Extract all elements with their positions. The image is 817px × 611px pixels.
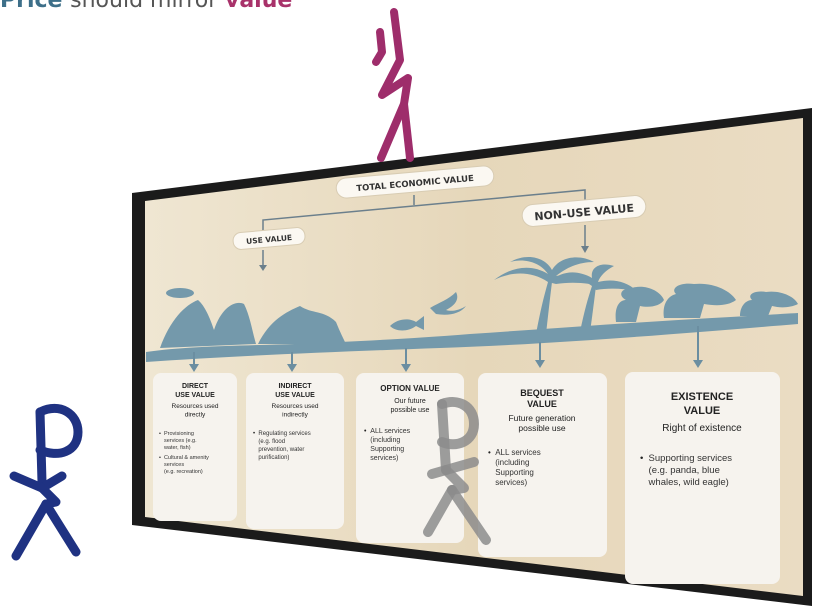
- box-title-line: BEQUEST: [520, 388, 564, 398]
- box-title-line: INDIRECT: [278, 383, 312, 390]
- box-bullet-line: (e.g. flood: [258, 439, 285, 445]
- middle-stick-figure: [423, 397, 491, 545]
- box-desc-line: possible use: [391, 407, 430, 414]
- top-stick-figure: [372, 8, 414, 162]
- box-bullet-line: Supporting: [495, 468, 534, 477]
- box-desc-line: Right of existence: [662, 423, 742, 434]
- box-bullet-line: (including: [370, 437, 400, 444]
- left-stick-figure: [9, 403, 83, 561]
- box-bullet-line: services): [495, 478, 527, 487]
- bullet-icon: •: [159, 455, 161, 461]
- bullet-icon: •: [159, 431, 161, 437]
- box-desc-line: possible use: [518, 423, 566, 433]
- box-desc-line: Future generation: [508, 413, 575, 423]
- box-title-line: VALUE: [527, 399, 557, 409]
- use-value-label: USE VALUE: [246, 233, 293, 246]
- box-desc-line: Resources used: [272, 403, 319, 410]
- box-bullet-line: purification): [258, 455, 289, 461]
- box-bullet-line: ALL services: [495, 448, 541, 457]
- box-title-line: USE VALUE: [275, 392, 315, 399]
- value-box-bequest: [478, 373, 607, 557]
- headline-prefix: Price: [0, 0, 63, 13]
- bullet-icon: •: [364, 428, 367, 435]
- box-desc-line: directly: [185, 412, 206, 419]
- box-bullet-line: water, fish): [163, 445, 191, 451]
- value-tree: [262, 189, 586, 266]
- box-bullet-line: (e.g. recreation): [164, 469, 203, 475]
- box-bullet-line: (including: [495, 458, 529, 467]
- headline-suffix: value: [224, 0, 293, 13]
- value-box-option: [356, 373, 464, 543]
- box-title-line: VALUE: [684, 405, 720, 417]
- box-bullet-line: (e.g. panda, blue: [649, 465, 720, 476]
- box-bullet-line: Cultural & amenity: [164, 455, 209, 461]
- box-title-line: OPTION VALUE: [380, 384, 440, 393]
- headline-middle: should mirror: [70, 0, 218, 13]
- box-bullet-line: services: [164, 462, 184, 468]
- box-arrows: [189, 326, 703, 372]
- box-desc-line: Resources used: [172, 403, 219, 410]
- use-value-label-group: USE VALUE: [232, 227, 306, 250]
- value-box-indirect: [246, 373, 344, 529]
- box-bullet-line: prevention, water: [258, 447, 304, 453]
- bullet-icon: •: [640, 453, 643, 464]
- headline: Price should mirror value: [0, 0, 292, 14]
- value-box-existence: [625, 372, 780, 584]
- box-existence-text: EXISTENCE VALUE Right of existence • Support…: [640, 391, 742, 488]
- landscape-silhouette: [146, 256, 798, 362]
- box-bullet-line: whales, wild eagle): [648, 477, 729, 488]
- box-bullet-line: Provisioning: [164, 431, 194, 437]
- tree-arrowheads: [259, 246, 589, 271]
- bullet-icon: •: [488, 448, 491, 457]
- box-bullet-line: Supporting services: [649, 453, 733, 464]
- box-bullet-line: ALL services: [370, 428, 410, 435]
- box-option-text: OPTION VALUE Our future possible use •ALL s…: [364, 384, 440, 462]
- total-value-label-group: TOTAL ECONOMIC VALUE: [335, 165, 495, 199]
- box-title-line: DIRECT: [182, 383, 209, 390]
- bullet-icon: •: [253, 431, 255, 437]
- box-bullet-line: services): [370, 455, 398, 462]
- box-bullet-line: services (e.g.: [164, 438, 197, 444]
- box-title-line: EXISTENCE: [671, 391, 733, 403]
- box-desc-line: Our future: [394, 398, 426, 405]
- box-bullet-line: Regulating services: [258, 431, 310, 437]
- box-bullet-line: Supporting: [370, 446, 404, 453]
- box-indirect-text: INDIRECT USE VALUE Resources used indirectl…: [253, 383, 319, 461]
- box-desc-line: indirectly: [282, 412, 308, 419]
- nonuse-value-label-group: NON-USE VALUE: [521, 195, 647, 227]
- box-title-line: USE VALUE: [175, 392, 215, 399]
- value-box-direct: [153, 373, 237, 521]
